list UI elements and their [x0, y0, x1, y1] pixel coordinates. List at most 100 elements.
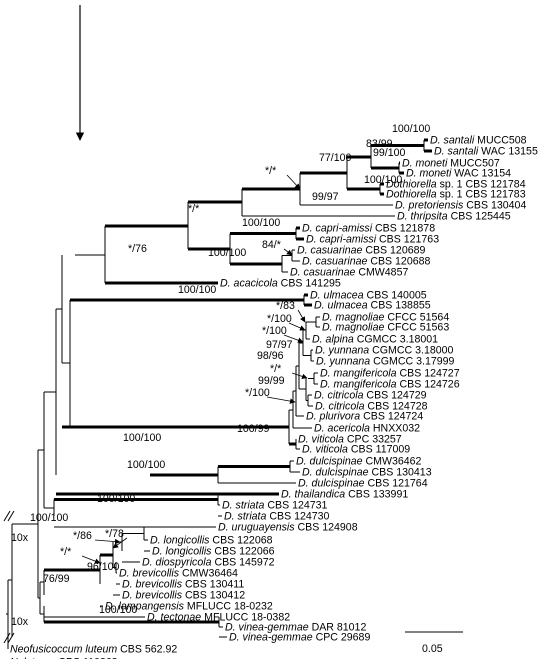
- taxon-strain: WAC 13155: [478, 146, 538, 158]
- taxon-genus: D.: [122, 590, 136, 602]
- taxon-strain: HNXX032: [370, 423, 420, 435]
- taxon-genus: D.: [150, 535, 164, 547]
- support-value: 99/97: [312, 191, 339, 203]
- taxon-label: D. dulcispinae CBS 130413: [302, 467, 432, 479]
- support-value: 100/100: [208, 247, 246, 259]
- taxon-strain: CMW4857: [355, 267, 408, 279]
- taxon-epithet: santali: [444, 135, 475, 147]
- taxon-label: D. dulcispinae CBS 121764: [298, 478, 428, 490]
- taxon-epithet: acacicola: [234, 278, 278, 290]
- taxon-epithet: striata: [236, 500, 265, 512]
- taxon-genus: D.: [302, 223, 316, 235]
- taxon-strain: CFCC 51564: [384, 312, 449, 324]
- taxon-strain: WAC 13154: [451, 168, 511, 180]
- support-pointer-arrow: [94, 538, 121, 545]
- taxon-label: D. acacicola CBS 141295: [220, 278, 341, 290]
- taxon-label: D. capri-amissi CBS 121763: [306, 234, 439, 246]
- taxon-label: D. citricola CBS 124729: [314, 390, 427, 402]
- taxon-epithet: ulmacea: [324, 290, 364, 302]
- taxon-label: D. casuarinae CBS 120688: [302, 256, 431, 268]
- taxon-strain: CBS 110862: [55, 657, 117, 659]
- taxon-epithet: longicollis: [166, 546, 213, 558]
- taxon-epithet: thripsita: [411, 211, 448, 223]
- taxon-epithet: dulcispinae: [316, 467, 369, 479]
- taxon-epithet: striata: [238, 511, 267, 523]
- taxon-label: D. alpina CGMCC 3.18001: [312, 334, 438, 346]
- support-value: 77/100: [319, 152, 352, 164]
- taxon-epithet: plurivora: [319, 411, 361, 423]
- taxon-genus: D.: [306, 234, 320, 246]
- taxon-genus: D.: [302, 467, 316, 479]
- taxon-genus: D.: [298, 434, 312, 446]
- taxon-epithet: citricola: [328, 390, 364, 402]
- taxon-label: D. capri-amissi CBS 121878: [302, 223, 435, 235]
- taxon-strain: CBS 124724: [360, 411, 423, 423]
- taxon-label: D. ulmacea CBS 140005: [310, 290, 427, 302]
- taxon-label: D. magnoliae CFCC 51564: [322, 312, 449, 324]
- taxon-label: D. mangifericola CBS 124726: [320, 379, 460, 391]
- taxon-label: D. pretoriensis CBS 130404: [395, 200, 526, 212]
- taxon-strain: CBS 130411: [182, 579, 244, 591]
- taxon-epithet: uruguayensis: [232, 522, 296, 534]
- taxon-genus: D.: [302, 444, 316, 456]
- taxon-strain: CBS 121783: [463, 189, 526, 201]
- taxon-label: D. tectonae MFLUCC 18-0382: [147, 612, 290, 624]
- taxon-strain: CMW36464: [179, 568, 238, 580]
- taxon-genus: D.: [105, 601, 119, 613]
- taxon-label: D. longicollis CBS 122066: [152, 546, 275, 558]
- taxon-label: N. luteum CBS 110862: [10, 657, 118, 659]
- support-value: 98/96: [257, 350, 284, 362]
- taxon-label: D. diospyricola CBS 145972: [142, 557, 275, 569]
- taxon-genus: D.: [142, 557, 156, 569]
- taxon-label: D. casuarinae CBS 120689: [297, 245, 426, 257]
- support-pointer-arrow: [266, 396, 296, 404]
- taxon-genus: D.: [315, 401, 329, 413]
- taxon-strain: DAR 81012: [309, 622, 367, 634]
- support-value: */100: [245, 387, 270, 399]
- taxon-strain: CMW36462: [363, 456, 422, 468]
- branch-break-label: 10x: [11, 532, 29, 544]
- support-value: 96/100: [87, 561, 120, 573]
- taxon-strain: CFCC 51563: [384, 322, 449, 334]
- taxon-label: D. longicollis CBS 122068: [150, 535, 273, 547]
- taxon-genus: D.: [122, 579, 136, 591]
- taxon-epithet: tectonae: [161, 612, 202, 624]
- taxon-genus: D.: [314, 423, 328, 435]
- taxon-label: D. thailandica CBS 133991: [281, 489, 408, 501]
- taxon-genus: D.: [312, 334, 326, 346]
- taxon-genus: D.: [322, 322, 336, 334]
- branch-break-label: 10x: [11, 616, 29, 628]
- taxon-epithet: capri-amissi: [320, 234, 377, 246]
- support-value: */100: [262, 325, 287, 337]
- taxon-label: D. citricola CBS 124728: [315, 401, 428, 413]
- support-value: 99/99: [258, 375, 285, 387]
- taxon-epithet: moneti: [420, 168, 452, 180]
- support-value: 97/97: [266, 339, 293, 351]
- taxon-label: D. striata CBS 124730: [224, 511, 330, 523]
- taxon-genus: D.: [395, 200, 409, 212]
- taxon-strain: CBS 124730: [266, 511, 329, 523]
- taxon-epithet: magnoliae: [336, 312, 385, 324]
- taxon-epithet: yunnana: [329, 356, 371, 368]
- taxon-strain: CGMCC 3.17999: [370, 356, 454, 368]
- taxon-genus: D.: [218, 522, 232, 534]
- taxon-genus: N.: [10, 657, 24, 659]
- taxon-label: D. brevicollis CBS 130412: [122, 590, 245, 602]
- taxon-strain: CBS 122066: [211, 546, 274, 558]
- taxon-genus: D.: [147, 612, 161, 624]
- taxon-genus: Dothiorella: [386, 189, 440, 201]
- taxon-strain: CBS 117009: [348, 444, 410, 456]
- taxon-strain: CBS 120689: [362, 245, 425, 257]
- taxon-genus: D.: [296, 456, 310, 468]
- taxon-genus: D.: [302, 256, 316, 268]
- taxon-label: Dothiorella sp. 1 CBS 121784: [386, 179, 526, 191]
- taxon-strain: CBS 130404: [463, 200, 526, 212]
- taxon-label: D. thripsita CBS 125445: [397, 211, 511, 223]
- taxon-epithet: casuarinae: [311, 245, 363, 257]
- taxon-strain: CBS 122068: [209, 535, 272, 547]
- taxon-label: D. viticola CPC 33257: [298, 434, 402, 446]
- taxon-strain: CBS 130413: [369, 467, 432, 479]
- taxon-genus: D.: [281, 489, 295, 501]
- taxon-strain: CBS 133991: [345, 489, 408, 501]
- taxon-strain: CBS 121784: [463, 179, 526, 191]
